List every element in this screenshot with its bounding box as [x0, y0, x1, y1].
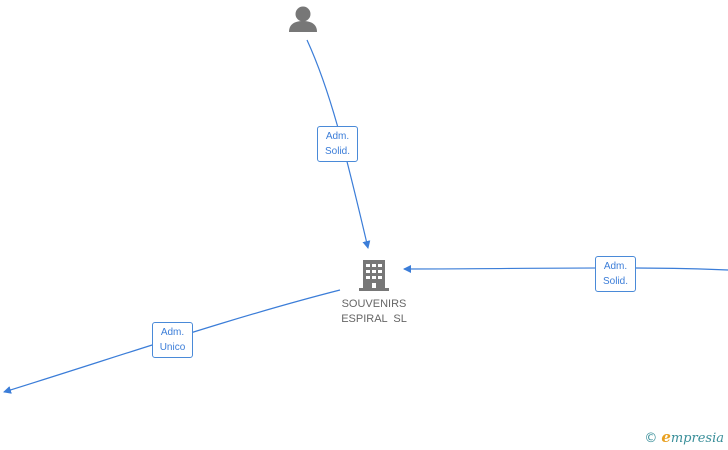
edge-label-right-company[interactable]: Adm. Solid.: [595, 256, 636, 292]
edge-right-company[interactable]: [403, 264, 728, 273]
edge-label-line1: Adm.: [603, 261, 628, 272]
edge-label-person-company[interactable]: Adm. Solid.: [317, 126, 358, 162]
edge-label-line1: Adm.: [325, 131, 350, 142]
company-name-line1: SOUVENIRS: [341, 298, 407, 310]
company-name-line2: ESPIRAL SL: [341, 313, 407, 325]
company-name[interactable]: SOUVENIRS ESPIRAL SL: [329, 297, 419, 327]
person-icon[interactable]: [289, 6, 317, 33]
empresia-watermark: ©empresia: [644, 428, 724, 446]
edge-label-line2: Unico: [159, 342, 186, 353]
brand-initial: e: [661, 428, 671, 446]
edge-label-line1: Adm.: [160, 327, 185, 338]
building-icon[interactable]: [359, 260, 389, 291]
edge-label-line2: Solid.: [324, 146, 350, 157]
copyright-symbol: ©: [644, 431, 658, 446]
edge-label-company-left[interactable]: Adm. Unico: [152, 322, 193, 358]
brand-name: mpresia: [670, 431, 724, 446]
edge-label-line2: Solid.: [602, 276, 628, 287]
